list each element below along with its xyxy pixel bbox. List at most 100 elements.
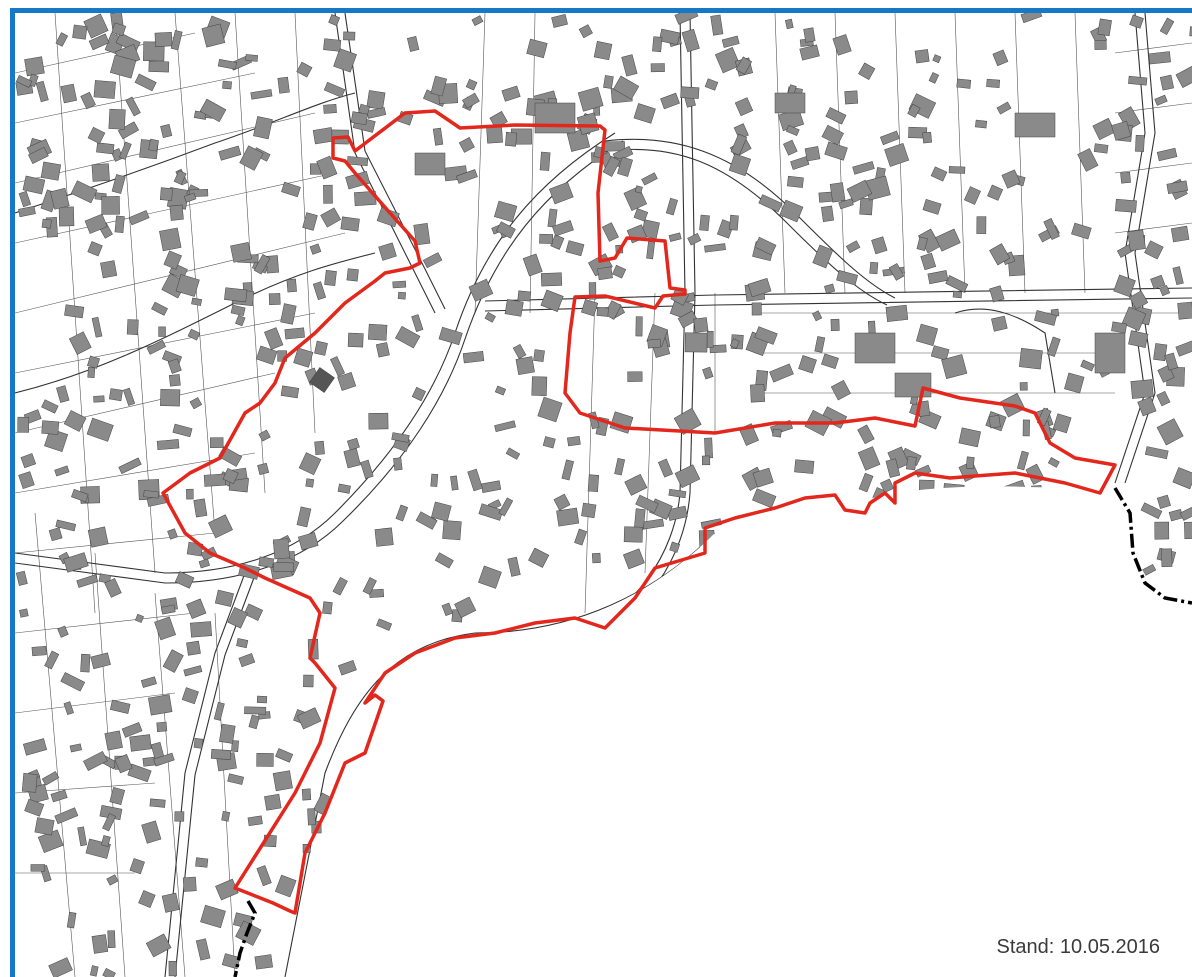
building	[578, 24, 593, 39]
building	[134, 73, 157, 92]
building	[735, 56, 753, 75]
building	[15, 74, 33, 88]
building	[169, 204, 184, 221]
building	[256, 345, 278, 365]
building	[673, 407, 702, 435]
building	[183, 665, 203, 677]
building	[591, 552, 601, 564]
building	[1071, 222, 1092, 240]
building	[253, 116, 273, 140]
building	[550, 234, 565, 250]
building	[484, 312, 496, 323]
building	[824, 141, 848, 161]
building	[159, 187, 173, 201]
building	[111, 174, 126, 194]
building	[280, 303, 297, 325]
building	[577, 86, 604, 112]
building	[168, 960, 177, 977]
building-complex	[534, 102, 576, 134]
building	[621, 54, 638, 77]
building	[734, 97, 754, 117]
building	[613, 75, 640, 100]
building	[214, 589, 234, 607]
building	[1150, 274, 1166, 290]
building	[1001, 169, 1021, 189]
building	[916, 236, 928, 251]
building	[1127, 229, 1146, 252]
building	[328, 14, 341, 26]
building	[50, 789, 68, 803]
building	[512, 343, 527, 360]
map-frame	[10, 8, 1192, 977]
building	[914, 49, 930, 64]
building	[1115, 198, 1137, 213]
building	[320, 207, 342, 228]
building	[376, 618, 393, 631]
cadastral-map[interactable]	[15, 13, 1192, 977]
building	[930, 345, 950, 361]
building	[148, 61, 170, 73]
building	[41, 420, 60, 435]
building	[845, 240, 861, 254]
building	[280, 385, 300, 399]
building	[462, 350, 485, 364]
building	[49, 187, 70, 210]
building	[247, 815, 263, 826]
building	[66, 911, 77, 929]
building	[681, 28, 700, 53]
building	[101, 835, 111, 847]
building	[542, 436, 556, 449]
building	[907, 103, 921, 118]
building	[701, 455, 711, 466]
building	[1159, 74, 1175, 91]
building	[107, 930, 116, 949]
building	[1047, 457, 1060, 468]
building	[60, 83, 78, 104]
building	[87, 526, 109, 548]
building	[314, 440, 325, 456]
building	[633, 103, 656, 124]
building	[100, 260, 118, 279]
building	[533, 349, 545, 363]
building	[674, 464, 701, 489]
building	[230, 242, 252, 263]
building	[119, 141, 132, 160]
cropped-title-strip	[0, 0, 1192, 8]
building	[991, 315, 1008, 332]
building	[80, 91, 96, 110]
building	[222, 467, 239, 485]
building	[343, 31, 356, 41]
building	[1052, 413, 1072, 434]
building	[70, 180, 98, 204]
building	[162, 649, 184, 673]
building	[1034, 310, 1057, 326]
building	[140, 676, 157, 688]
building	[633, 208, 649, 222]
building	[324, 270, 337, 286]
building	[153, 752, 175, 767]
building	[501, 85, 521, 102]
building	[208, 514, 233, 539]
building	[281, 181, 301, 198]
building	[272, 538, 290, 560]
planning-area-boundary[interactable]	[161, 109, 1117, 915]
building	[916, 323, 939, 346]
building	[114, 754, 133, 774]
building	[368, 412, 389, 430]
building	[432, 127, 444, 146]
building	[1175, 339, 1192, 357]
building	[221, 811, 231, 822]
building	[296, 506, 312, 528]
building	[1184, 521, 1192, 540]
building	[1159, 17, 1175, 36]
building	[297, 532, 319, 551]
building	[540, 289, 564, 312]
building	[19, 608, 29, 618]
building	[298, 452, 322, 476]
building	[316, 155, 338, 180]
building	[159, 227, 182, 252]
building	[992, 49, 1009, 67]
building	[360, 459, 374, 479]
building	[507, 556, 521, 577]
building	[836, 269, 859, 286]
